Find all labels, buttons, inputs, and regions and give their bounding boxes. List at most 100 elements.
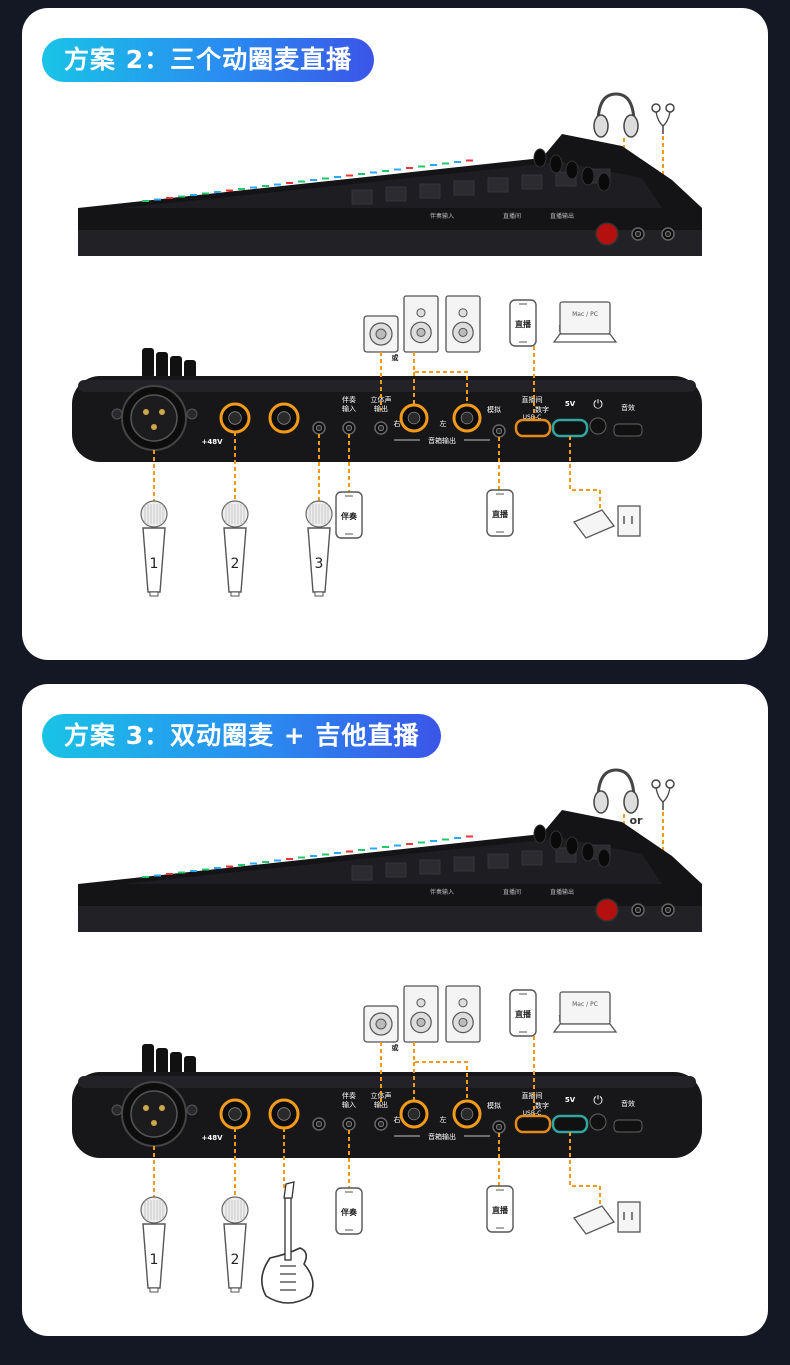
- headphone-jack: [631, 903, 645, 917]
- led-strip: [334, 176, 341, 178]
- mixer-top-view: 伴奏输入直播间直播输出: [78, 810, 702, 932]
- led-strip: [274, 183, 281, 186]
- phone-body: [509, 989, 537, 1037]
- phone-label: 直播: [515, 319, 532, 329]
- phone-body: [335, 491, 363, 539]
- led-strip: [466, 159, 473, 162]
- dynamic-mic-2: 2: [221, 500, 249, 597]
- mixer-knob: [597, 172, 611, 192]
- stereo-out-label-2: 输出: [374, 1100, 388, 1109]
- scheme-2-diagram: 伴奏输入直播间直播输出+48V伴奏输入立体声输出右左音箱输出模拟直播间数字USB…: [72, 92, 702, 597]
- tweeter: [458, 998, 468, 1008]
- phantom-label: +48V: [201, 1134, 223, 1142]
- accomp-in-jack: [342, 421, 356, 435]
- led-strip: [226, 865, 233, 868]
- mic-connector: [230, 1287, 240, 1293]
- xlr-pin: [143, 409, 149, 415]
- top-label-accomp: 伴奏输入: [430, 888, 454, 896]
- led-strip: [406, 167, 413, 169]
- mic-handle: [142, 1223, 166, 1289]
- stereo-out-jack: [374, 1117, 388, 1131]
- mixer-knob: [581, 166, 595, 186]
- mic-connector: [230, 591, 240, 597]
- phone-label: 伴奏: [340, 511, 358, 521]
- ear-cup-left: [593, 114, 609, 138]
- headphones-icon: [593, 768, 639, 814]
- adapter-body: [572, 509, 616, 539]
- earbud-right: [665, 103, 675, 113]
- scheme-3-title: 方案 3：双动圈麦 + 吉他直播: [42, 714, 442, 758]
- earphone-jack: [661, 227, 675, 241]
- mic-handle: [142, 527, 166, 593]
- stereo-out-jack: [374, 421, 388, 435]
- instrument-jack-1: [219, 402, 251, 434]
- phone-label: 直播: [492, 509, 509, 519]
- stereo-out-label-1: 立体声: [371, 1091, 392, 1100]
- led-strip: [238, 864, 245, 866]
- mixer-knob: [565, 836, 579, 856]
- studio-monitor-icon: [445, 985, 481, 1043]
- usb-c-port: [514, 1114, 552, 1134]
- mixer-pad-button: [453, 180, 475, 196]
- mixer-back-panel: +48V伴奏输入立体声输出右左音箱输出模拟直播间数字USB-C5V⏻音效: [72, 1044, 702, 1158]
- guitar-body: [261, 1247, 314, 1304]
- led-strip: [298, 180, 305, 183]
- power-adapter-icon: [572, 505, 641, 539]
- cable-power: [569, 436, 601, 510]
- phone-live-top: 直播: [509, 989, 537, 1037]
- xlr-pin: [159, 409, 165, 415]
- back-knob: [142, 348, 154, 378]
- jack-hole: [345, 424, 353, 432]
- mic-connector: [149, 591, 159, 597]
- xlr-jack: [130, 394, 178, 442]
- right-label: 右: [394, 1115, 401, 1124]
- led-strip: [262, 185, 269, 187]
- led-strip: [202, 192, 209, 195]
- screw: [186, 408, 198, 420]
- jack-hole: [315, 424, 323, 432]
- led-strip: [442, 162, 449, 165]
- led-strip: [310, 179, 317, 181]
- headband: [596, 92, 636, 125]
- laptop-screen: [559, 991, 611, 1025]
- led-strip: [454, 837, 461, 839]
- tweeter: [458, 308, 468, 318]
- speaker-icon: [363, 315, 399, 353]
- jack-hole: [315, 1120, 323, 1128]
- xlr-pin: [143, 1105, 149, 1111]
- woofer-cone: [416, 327, 426, 337]
- phone-live-top: 直播: [509, 299, 537, 347]
- ear-cup-left: [593, 790, 609, 814]
- dynamic-mic-2: 2: [221, 1196, 249, 1293]
- studio-monitor-icon: [445, 295, 481, 353]
- led-strip: [166, 197, 173, 199]
- led-strip: [430, 840, 437, 842]
- speaker-out-left: [452, 403, 482, 433]
- livestream-label: 直播间: [522, 395, 543, 404]
- xlr-pin: [151, 424, 157, 430]
- back-knob: [156, 1048, 168, 1078]
- speaker-out-label: 音箱输出: [428, 436, 456, 445]
- jack-hole: [407, 1107, 421, 1121]
- power-button: [589, 417, 607, 435]
- earbud-right: [665, 779, 675, 789]
- back-knob: [156, 352, 168, 382]
- led-strip: [406, 843, 413, 845]
- mixer-knob: [549, 154, 563, 174]
- or-label: or: [630, 814, 644, 827]
- led-strip: [142, 200, 149, 202]
- mic-connector: [149, 1287, 159, 1293]
- speaker-out-right: [399, 1099, 429, 1129]
- jack-hole: [277, 411, 291, 425]
- tweeter: [416, 998, 426, 1008]
- effects-port: [613, 1119, 643, 1133]
- earbud-left: [651, 103, 661, 113]
- screw: [186, 1104, 198, 1116]
- jack-hole: [495, 427, 503, 435]
- led-strip: [346, 174, 353, 177]
- headphones-icon: [593, 92, 639, 138]
- phantom-label: +48V: [201, 438, 223, 446]
- led-strip: [226, 189, 233, 192]
- phone-label: 直播: [515, 1009, 532, 1019]
